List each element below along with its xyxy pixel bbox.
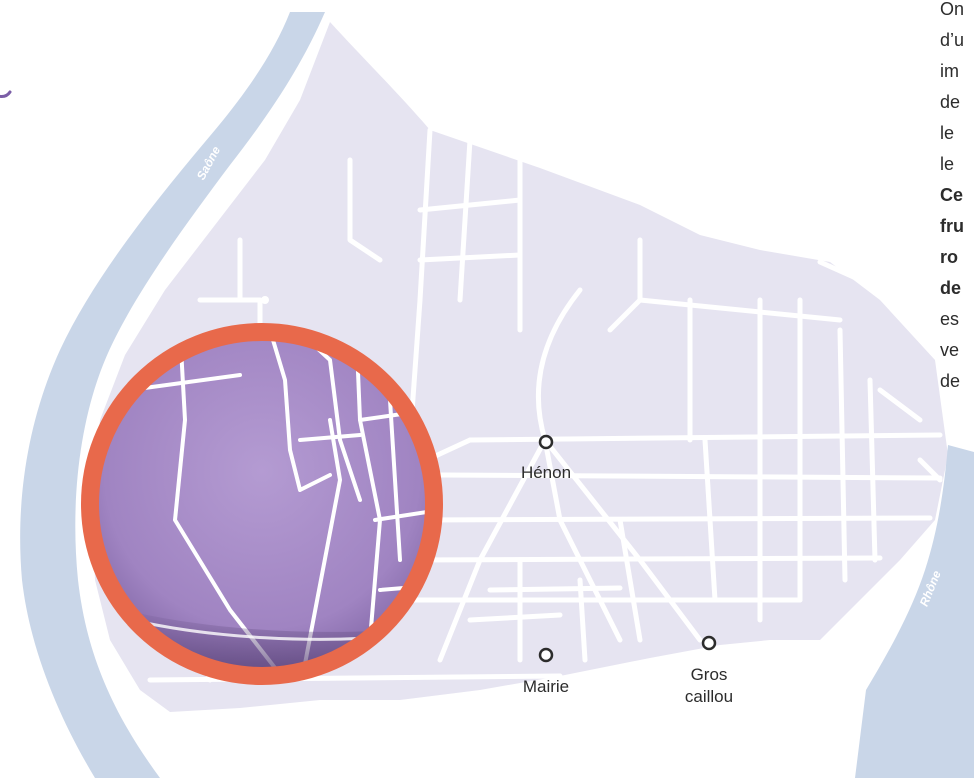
side-text-line: de <box>940 92 961 112</box>
side-text-line: On <box>940 0 965 19</box>
label-henon: Hénon <box>521 463 571 482</box>
side-text-line: le <box>940 154 955 174</box>
label-gros-caillou-line1: Gros <box>691 665 728 684</box>
river-rhone <box>855 445 974 778</box>
marker-henon: Hénon <box>521 434 571 482</box>
side-text-line: ve <box>940 340 960 360</box>
side-text-line: im <box>940 61 959 81</box>
side-text-line: de <box>940 371 961 391</box>
accent-stroke <box>0 90 12 98</box>
side-text-line-bold: fru <box>940 216 964 236</box>
marker-gros-caillou: Gros caillou <box>685 635 733 706</box>
side-text-line-bold: ro <box>940 247 958 267</box>
marker-mairie: Mairie <box>523 647 569 696</box>
label-mairie: Mairie <box>523 677 569 696</box>
river-saone <box>20 12 325 778</box>
side-text-line-bold: de <box>940 278 962 298</box>
side-text-line-bold: Ce <box>940 185 964 205</box>
magnifier <box>81 296 443 685</box>
side-text-line: le <box>940 123 955 143</box>
side-text-line: es <box>940 309 960 329</box>
label-gros-caillou-line2: caillou <box>685 687 733 706</box>
side-paragraph: On d’u im de le le Ce fru ro de es ve de <box>940 0 974 397</box>
side-text-line: d’u <box>940 30 965 50</box>
